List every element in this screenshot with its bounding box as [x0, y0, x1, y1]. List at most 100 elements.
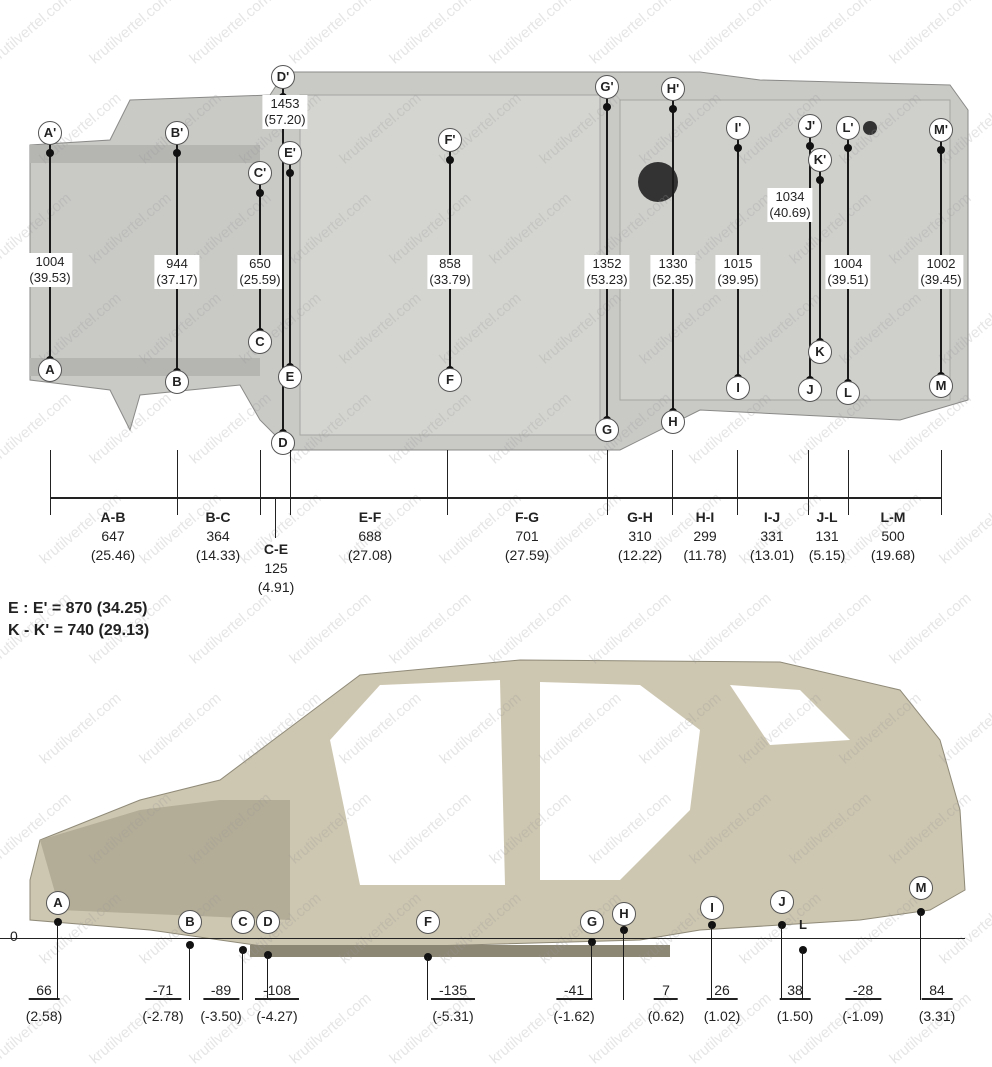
width-inch: (33.79): [429, 272, 471, 287]
height-value-d: -108(-4.27): [254, 982, 300, 1024]
span-mm: 131: [815, 528, 839, 544]
point-label-e: E: [278, 365, 302, 389]
side-leader-h: [623, 930, 624, 1000]
span-name: A-B: [100, 509, 126, 525]
side-leader-j: [781, 925, 782, 1000]
span-mm: 331: [760, 528, 784, 544]
point-marker-e-prime: [286, 169, 294, 177]
side-marker-j: [778, 921, 786, 929]
height-value-m: 84(3.31): [919, 982, 956, 1024]
side-marker-i: [708, 921, 716, 929]
side-body-image: [29, 659, 966, 957]
span-mm: 310: [628, 528, 652, 544]
side-leader-d: [267, 955, 268, 1000]
dimension-tick: [672, 450, 673, 515]
width-label-g: 1352(53.23): [584, 255, 630, 289]
side-marker-c: [239, 946, 247, 954]
point-label-e-prime: E': [278, 141, 302, 165]
side-point-l: L: [799, 917, 807, 932]
side-leader-b: [189, 945, 190, 1000]
point-label-h: H: [661, 410, 685, 434]
width-mm: 1004: [833, 256, 863, 271]
height-mm: 7: [654, 982, 678, 1000]
side-point-h: H: [612, 902, 636, 926]
point-label-i: I: [726, 376, 750, 400]
point-label-k: K: [808, 340, 832, 364]
span-mm: 688: [358, 528, 382, 544]
note-e-e-prime: E : E' = 870 (34.25): [8, 600, 148, 617]
point-label-c-prime: C': [248, 161, 272, 185]
side-point-a: A: [46, 891, 70, 915]
height-inch: (0.62): [647, 1008, 685, 1024]
span-name: F-G: [514, 509, 540, 525]
measure-line-d: [282, 87, 284, 443]
height-value-i: 26(1.02): [704, 982, 741, 1024]
width-mm: 1015: [723, 256, 753, 271]
height-inch: (-3.50): [200, 1008, 242, 1024]
dimension-tick: [808, 450, 809, 515]
side-marker-l: [799, 946, 807, 954]
span-in: (27.59): [504, 547, 550, 563]
side-leader-l: [802, 950, 803, 1000]
point-label-a: A: [38, 358, 62, 382]
side-marker-f: [424, 953, 432, 961]
width-mm: 1034: [775, 189, 805, 204]
height-mm: -28: [844, 982, 882, 1000]
point-marker-f-prime: [446, 156, 454, 164]
height-inch: (-5.31): [432, 1008, 474, 1024]
side-point-i: I: [700, 896, 724, 920]
point-marker-j-prime: [806, 142, 814, 150]
side-leader-c: [242, 950, 243, 1000]
span-name: J-L: [816, 509, 838, 525]
point-marker-l-prime: [844, 144, 852, 152]
point-marker-b-prime: [173, 149, 181, 157]
span-in: (27.08): [347, 547, 393, 563]
side-marker-a: [54, 918, 62, 926]
height-mm: -89: [202, 982, 240, 1000]
dimension-tick: [290, 450, 291, 515]
span-in: (25.46): [90, 547, 136, 563]
width-label-h: 1330(52.35): [650, 255, 696, 289]
height-inch: (1.02): [703, 1008, 741, 1024]
height-value-a: 66(2.58): [26, 982, 63, 1024]
height-mm: -41: [555, 982, 593, 1000]
width-inch: (53.23): [586, 272, 628, 287]
width-mm: 1004: [35, 254, 65, 269]
point-label-m: M: [929, 374, 953, 398]
width-label-b: 944(37.17): [154, 255, 200, 289]
width-mm: 1453: [270, 96, 300, 111]
zero-label: 0: [10, 928, 18, 944]
point-marker-m-prime: [937, 146, 945, 154]
span-name: C-E: [263, 541, 289, 557]
point-marker-a-prime: [46, 149, 54, 157]
height-mm: -71: [144, 982, 182, 1000]
width-inch: (57.20): [264, 112, 306, 127]
side-point-b: B: [178, 910, 202, 934]
height-value-f: -135(-5.31): [430, 982, 476, 1024]
point-label-l: L: [836, 381, 860, 405]
span-in: (4.91): [257, 579, 295, 595]
width-label-f: 858(33.79): [427, 255, 473, 289]
height-mm: -108: [254, 982, 300, 1000]
span-name: B-C: [205, 509, 231, 525]
measure-line-k: [819, 170, 821, 352]
span-name: L-M: [880, 509, 906, 525]
side-leader-m: [920, 912, 921, 1000]
point-marker-k-prime: [816, 176, 824, 184]
point-label-h-prime: H': [661, 77, 685, 101]
span-in: (14.33): [195, 547, 241, 563]
span-name: E-F: [358, 509, 382, 525]
height-mm: 84: [921, 982, 953, 1000]
height-inch: (-1.09): [842, 1008, 884, 1024]
width-label-a: 1004(39.53): [27, 253, 73, 287]
width-mm: 1330: [658, 256, 688, 271]
dimension-tick: [737, 450, 738, 515]
height-mm: 66: [28, 982, 60, 1000]
height-value-l: -28 (-1.09): [842, 982, 883, 1024]
height-value-h: 7 (0.62): [648, 982, 685, 1024]
